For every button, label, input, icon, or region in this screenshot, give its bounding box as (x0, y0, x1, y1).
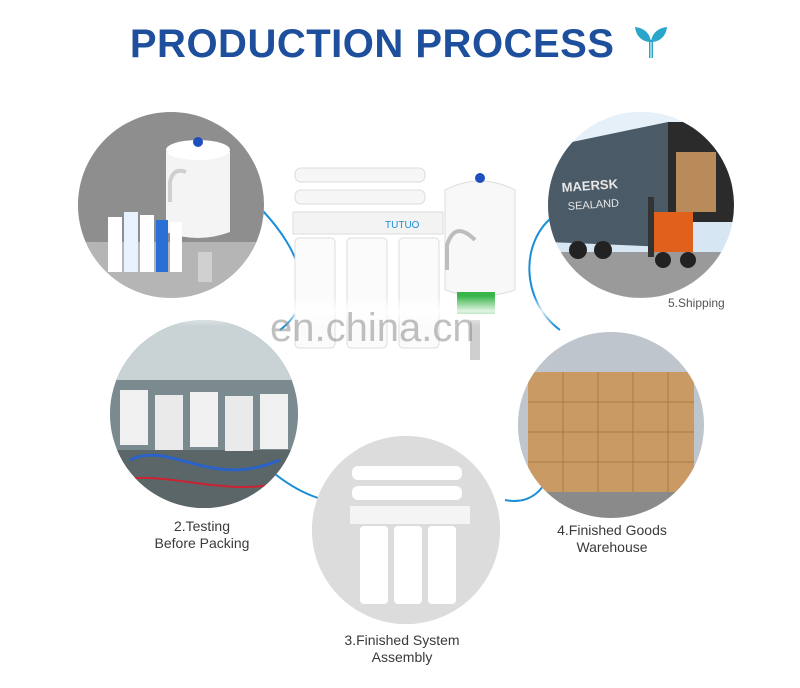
testing-label-line1: 2.Testing (173, 518, 231, 534)
page-title: PRODUCTION PROCESS (0, 22, 800, 70)
truck-sub: SEALAND (567, 197, 619, 213)
assembly-label-line2: Assembly (371, 649, 433, 665)
title-text: PRODUCTION PROCESS (129, 22, 615, 66)
warehouse-photo (518, 332, 704, 518)
warehouse-label: 4.Finished Goods Warehouse (522, 522, 702, 556)
warehouse-label-line2: Warehouse (576, 539, 648, 555)
watermark: en.china.cn (270, 306, 475, 350)
warehouse-label-line1: 4.Finished Goods (557, 522, 667, 538)
product-brand: TUTUO (385, 220, 420, 231)
watermark-band (0, 296, 800, 326)
assembly-label: 3.Finished System Assembly (312, 632, 492, 666)
assembly-photo (312, 436, 500, 624)
assembly-label-line1: 3.Finished System (344, 632, 460, 648)
sprout-icon (632, 22, 670, 70)
materials-photo (78, 112, 264, 298)
testing-photo (110, 320, 298, 508)
testing-label: 2.Testing Before Packing (112, 518, 292, 552)
testing-label-line2: Before Packing (154, 535, 250, 551)
shipping-photo: MAERSK SEALAND (548, 112, 734, 298)
shipping-label: 5.Shipping (668, 296, 725, 310)
truck-brand: MAERSK (561, 176, 619, 195)
